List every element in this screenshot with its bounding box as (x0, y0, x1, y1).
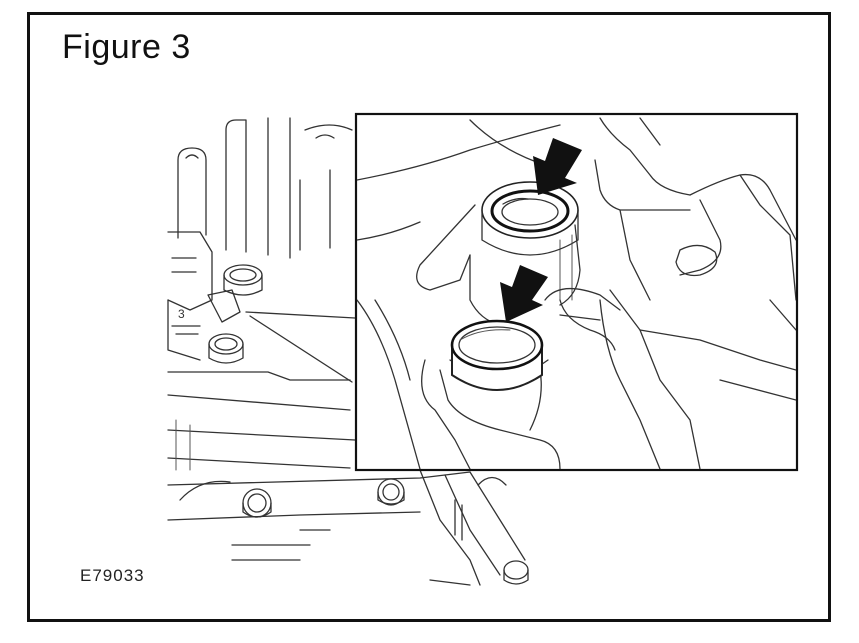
arrow-down-icon (500, 265, 548, 322)
svg-text:3: 3 (178, 307, 185, 321)
reference-code: E79033 (80, 566, 145, 585)
figure-title: Figure 3 (62, 28, 191, 66)
detail-inset (354, 112, 799, 472)
arrow-down-icon (533, 138, 582, 195)
background-assembly: 3 (167, 117, 529, 586)
